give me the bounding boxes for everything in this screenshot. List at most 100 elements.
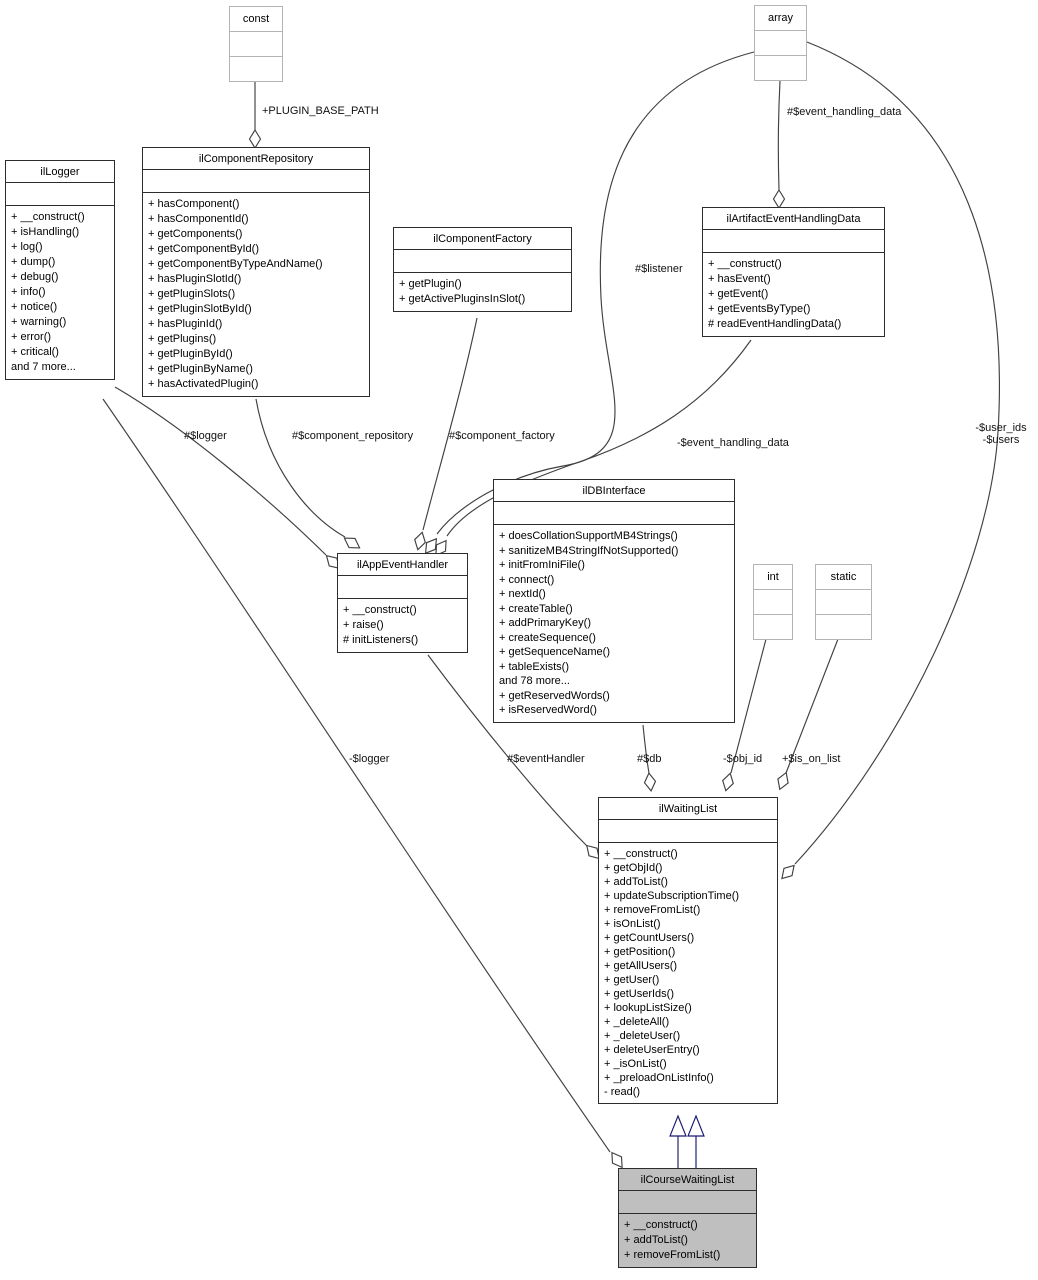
class-members-compartment: + hasComponent() + hasComponentId() + getC… [143, 193, 369, 396]
aggregation-edge [427, 654, 588, 847]
datatype-title: static [816, 565, 871, 590]
class-member: + critical() [11, 346, 59, 358]
datatype-attributes-compartment [754, 590, 792, 615]
class-ilComponentRepository[interactable]: ilComponentRepository+ hasComponent()+ h… [142, 147, 370, 397]
aggregation-edge [730, 638, 767, 774]
class-member: # readEventHandlingData() [708, 318, 842, 330]
class-member: + _preloadOnListInfo() [604, 1072, 714, 1084]
class-member: + __construct() [11, 211, 85, 223]
class-member: + _isOnList() [604, 1058, 667, 1070]
edge-label-component-factory: #$component_factory [449, 430, 555, 442]
class-members-compartment: + __construct()+ raise()# initListeners(… [338, 599, 467, 652]
class-member: + addToList() [624, 1234, 688, 1246]
class-member: + getComponents() [148, 228, 243, 240]
aggregation-diamond [414, 531, 426, 551]
class-member: + _deleteAll() [604, 1016, 670, 1028]
class-ilLogger[interactable]: ilLogger + __construct() + isHandling() + l… [5, 160, 115, 380]
class-member: + dump() [11, 256, 56, 268]
datatype-const: const [229, 6, 283, 82]
class-attributes-compartment [394, 250, 571, 273]
class-members-compartment: + __construct()+ hasEvent()+ getEvent()+… [703, 253, 884, 336]
edge-label-user-ids-line2: -$users [982, 434, 1020, 446]
edge-label-event-handler: #$eventHandler [507, 753, 585, 765]
class-member: + getSequenceName() [499, 646, 610, 658]
edge-label-logger-handler: #$logger [184, 430, 227, 442]
class-member: + log() [11, 241, 43, 253]
class-member: + getEvent() [708, 288, 769, 300]
class-member: + removeFromList() [624, 1249, 721, 1261]
class-attributes-compartment [703, 230, 884, 253]
datatype-title: array [755, 6, 806, 31]
class-ilDBInterface[interactable]: ilDBInterface+ doesCollationSupportMB4St… [493, 479, 735, 723]
aggregation-edge [794, 41, 1000, 865]
datatype-attributes-compartment [755, 31, 806, 56]
edge-label-user-ids-line1: -$user_ids [975, 422, 1027, 434]
class-member: + getComponentById() [148, 243, 259, 255]
class-members-compartment: + __construct() + isHandling() + log() + du… [6, 206, 114, 379]
class-member: + doesCollationSupportMB4Strings() [499, 530, 678, 542]
class-member: + getUser() [604, 974, 660, 986]
class-attributes-compartment [338, 576, 467, 599]
class-member: # initListeners() [343, 634, 419, 646]
edge-label-user-ids: -$user_ids -$users [964, 422, 1038, 446]
datatype-attributes-compartment [230, 32, 282, 57]
class-attributes-compartment [143, 170, 369, 193]
datatype-methods-compartment [816, 615, 871, 639]
class-member: + error() [11, 331, 52, 343]
datatype-methods-compartment [230, 57, 282, 81]
class-member: + addToList() [604, 876, 668, 888]
class-member: + getReservedWords() [499, 689, 610, 702]
aggregation-diamond [781, 864, 795, 880]
class-member: + getPosition() [604, 946, 676, 958]
aggregation-diamond [424, 537, 438, 555]
aggregation-diamond [343, 537, 361, 549]
class-ilAppEventHandler[interactable]: ilAppEventHandler+ __construct()+ raise(… [337, 553, 468, 653]
aggregation-edge [642, 724, 650, 774]
class-attributes-compartment [494, 502, 734, 525]
datatype-static: static [815, 564, 872, 640]
class-title: ilLogger [6, 161, 114, 183]
class-title: ilComponentFactory [394, 228, 571, 250]
aggregation-edge [102, 398, 611, 1153]
class-ilWaitingList[interactable]: ilWaitingList+ __construct()+ getObjId()… [598, 797, 778, 1104]
class-member: + getPluginSlotById() [148, 303, 252, 315]
edge-label-logger-course: -$logger [349, 753, 390, 765]
class-member: + nextId() [499, 588, 546, 600]
class-member: + getPluginById() [148, 348, 233, 360]
class-members-compartment: + doesCollationSupportMB4Strings()+ sani… [494, 525, 734, 722]
class-member: + tableExists() [499, 660, 569, 673]
class-member: + hasComponentId() [148, 213, 249, 225]
aggregation-edge [777, 80, 781, 191]
class-member: + __construct() [708, 258, 782, 270]
class-member: + deleteUserEntry() [604, 1044, 700, 1056]
datatype-methods-compartment [754, 615, 792, 639]
class-member: + notice() [11, 301, 58, 313]
datatype-array: array [754, 5, 807, 81]
class-member: + connect() [499, 573, 555, 586]
class-member: + getPlugin() [399, 278, 462, 290]
class-member: + updateSubscriptionTime() [604, 890, 740, 902]
edge-label-obj-id: -$obj_id [723, 753, 763, 765]
class-member: + isHandling() [11, 226, 80, 238]
class-ilArtifactEventHandlingData[interactable]: ilArtifactEventHandlingData+ __construct… [702, 207, 885, 337]
class-member: + hasActivatedPlugin() [148, 378, 259, 390]
inheritance-arrowhead [669, 1114, 687, 1137]
class-member: + hasPluginSlotId() [148, 273, 242, 285]
edge-label-db: #$db [637, 753, 662, 765]
class-ilComponentFactory[interactable]: ilComponentFactory + getPlugin()+ getActi… [393, 227, 572, 312]
class-member: + getEventsByType() [708, 303, 811, 315]
class-member: + getPluginSlots() [148, 288, 236, 300]
class-member: + getObjId() [604, 862, 663, 874]
datatype-attributes-compartment [816, 590, 871, 615]
class-member: + warning() [11, 316, 67, 328]
class-ilCourseWaitingList[interactable]: ilCourseWaitingList+ __construct()+ addT… [618, 1168, 757, 1268]
class-member: + hasComponent() [148, 198, 240, 210]
class-members-compartment: + getPlugin()+ getActivePluginsInSlot() [394, 273, 571, 311]
class-member: + debug() [11, 271, 59, 283]
class-attributes-compartment [599, 820, 777, 843]
edge-label-event-handling-data: -$event_handling_data [677, 437, 789, 449]
aggregation-diamond [777, 771, 789, 791]
edge-label-event-handling-data-agg: #$event_handling_data [787, 106, 902, 118]
